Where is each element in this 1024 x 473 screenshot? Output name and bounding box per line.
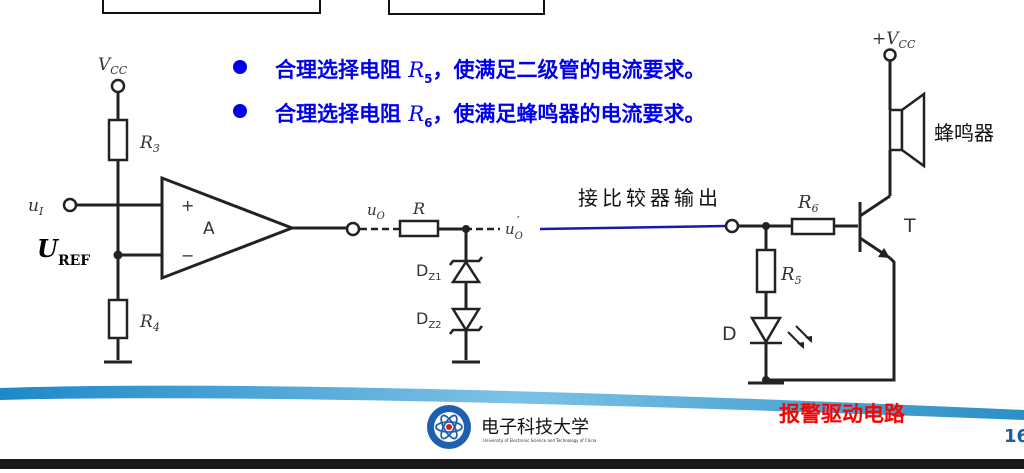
- vcc-right-terminal: [883, 48, 897, 62]
- vcc-left-label: VCC: [98, 55, 128, 77]
- transistor-label: T: [903, 215, 916, 237]
- r5-label: R5: [780, 264, 802, 287]
- resistor-r3: [107, 118, 129, 162]
- bullet-text: 合理选择电阻 R5，使满足二级管的电流要求。: [275, 58, 705, 86]
- vcc-left-terminal: [110, 78, 126, 94]
- zener-diode-dz2: [449, 307, 483, 335]
- dz2-label: DZ2: [416, 309, 442, 331]
- zener-diode-dz1: [449, 256, 483, 284]
- uref-label: UREF: [37, 234, 90, 269]
- ui-input-terminal: [62, 197, 78, 213]
- slide-title: 报警驱动电路: [779, 402, 906, 426]
- university-english-name: University of Electronic Science and Tec…: [483, 438, 597, 443]
- comparator-output-link: [539, 224, 727, 231]
- footer-band-white: [0, 398, 1024, 469]
- university-logo: [427, 405, 471, 449]
- dz1-label: DZ1: [416, 261, 442, 283]
- bullet-item: 合理选择电阻 R5，使满足二级管的电流要求。: [233, 58, 705, 86]
- bottom-bar: [0, 459, 1024, 469]
- comparator-amplifier: [160, 175, 297, 281]
- uo-terminal: [345, 221, 361, 237]
- resistor-r: [398, 219, 440, 238]
- resistor-r5: [755, 248, 777, 294]
- page-number: 16: [1004, 426, 1024, 447]
- r-label: R: [412, 199, 425, 218]
- bullet-text: 合理选择电阻 R6，使满足蜂鸣器的电流要求。: [275, 102, 705, 130]
- uo-label: uO: [367, 201, 385, 222]
- bullet-dot: [233, 104, 247, 118]
- ui-label: uI: [28, 196, 44, 218]
- bullet-item: 合理选择电阻 R6，使满足蜂鸣器的电流要求。: [233, 102, 705, 130]
- resistor-r4: [107, 298, 129, 340]
- junction-node: [113, 250, 123, 260]
- r6-label: R6: [797, 192, 819, 215]
- comparator-output-label: 接比较器输出: [578, 186, 722, 210]
- bullet-list: 合理选择电阻 R5，使满足二级管的电流要求。 合理选择电阻 R6，使满足蜂鸣器的…: [233, 58, 705, 130]
- university-name: 电子科技大学: [481, 417, 589, 438]
- top-box-right: [388, 0, 545, 15]
- r3-label: R3: [139, 133, 160, 155]
- bullet-dot: [233, 60, 247, 74]
- driver-input-terminal: [724, 218, 740, 234]
- top-box-left: [102, 0, 321, 14]
- buzzer: [888, 91, 926, 169]
- buzzer-label: 蜂鸣器: [934, 121, 994, 145]
- resistor-r6: [790, 217, 836, 236]
- amp-label: A: [203, 219, 215, 239]
- amp-minus-sign: −: [181, 246, 194, 265]
- amp-plus-sign: +: [181, 196, 194, 215]
- vcc-right-label: +VCC: [872, 29, 916, 51]
- transistor-t: [858, 194, 891, 260]
- r4-label: R4: [139, 312, 160, 334]
- uo-prime-label: uO′: [505, 214, 523, 242]
- led-label: D: [722, 323, 737, 345]
- led-diode: [749, 316, 812, 349]
